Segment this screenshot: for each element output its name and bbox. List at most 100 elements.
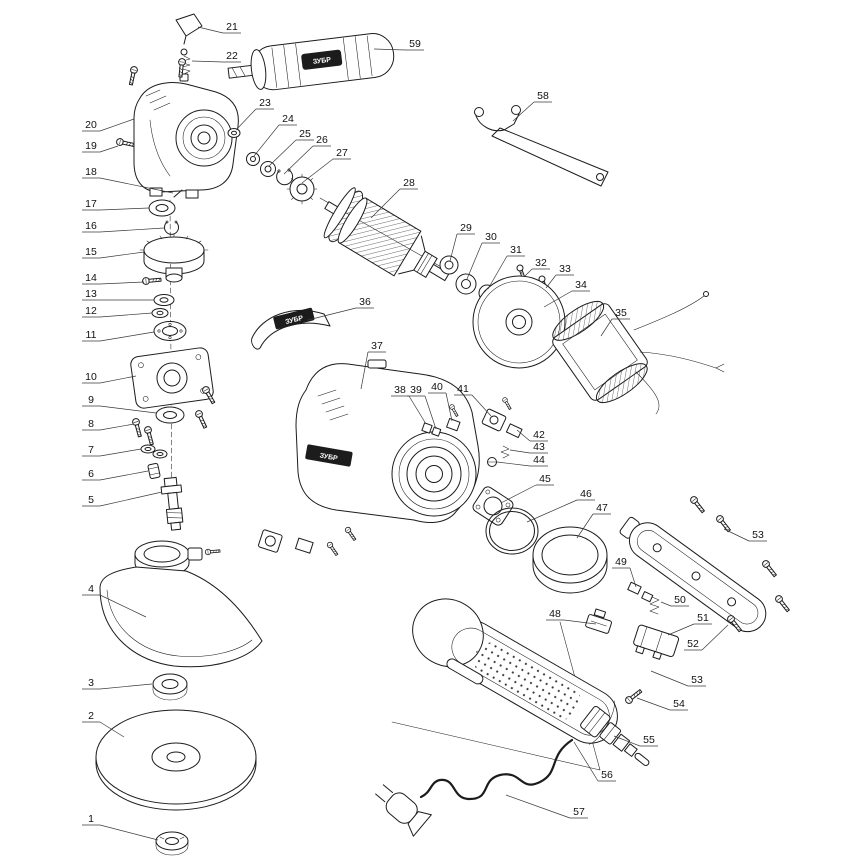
stator-lead-wires (633, 291, 725, 415)
callout-label-37: 37 (371, 340, 383, 352)
part-circlip-16 (164, 220, 179, 235)
callout-label-1: 1 (88, 813, 94, 825)
callout-label-58: 58 (537, 90, 549, 102)
part-slider-48 (585, 608, 612, 634)
callout-43: 43 (509, 441, 548, 454)
part-side-handle: ЗУБР (227, 33, 395, 91)
callout-label-40: 40 (431, 381, 443, 393)
screw-53b (714, 513, 733, 534)
part-spring-43 (500, 445, 510, 459)
callout-label-47: 47 (596, 502, 608, 514)
part-washer-23 (227, 128, 241, 138)
callout-30: 30 (466, 231, 500, 280)
callout-label-5: 5 (88, 494, 94, 506)
part-spindle-5 (160, 476, 184, 531)
callout-label-46: 46 (580, 488, 592, 500)
callout-54: 54 (636, 697, 688, 711)
callout-label-20: 20 (85, 119, 97, 131)
callout-37: 37 (360, 340, 386, 390)
part-bearing-30 (455, 273, 477, 295)
callout-45: 45 (500, 473, 554, 504)
callout-59: 59 (373, 38, 424, 51)
callout-48: 48 (546, 608, 597, 625)
callout-21: 21 (197, 21, 241, 34)
callout-31: 31 (487, 244, 525, 290)
callout-label-29: 29 (460, 222, 472, 234)
callout-3: 3 (82, 677, 153, 690)
brand-label-handle: ЗУБР (312, 57, 331, 66)
part-rear-handle (412, 598, 618, 745)
callout-label-53: 53 (691, 674, 703, 686)
callout-label-34: 34 (575, 279, 587, 291)
callout-label-17: 17 (85, 198, 97, 210)
part-brush-cap (258, 529, 283, 553)
callout-4: 4 (82, 583, 147, 618)
callout-label-52: 52 (687, 638, 699, 650)
part-bearing-29 (439, 255, 459, 275)
part-gear-housing (115, 57, 239, 199)
callout-56: 56 (573, 741, 616, 782)
callout-28: 28 (370, 177, 418, 219)
callout-label-4: 4 (88, 583, 94, 595)
callout-53: 53 (650, 670, 706, 687)
callout-39: 39 (407, 384, 437, 430)
callout-label-16: 16 (85, 220, 97, 232)
callout-label-48: 48 (549, 608, 561, 620)
part-switch-51 (633, 624, 680, 660)
callout-label-33: 33 (559, 263, 571, 275)
callout-6: 6 (82, 468, 149, 481)
callout-label-38: 38 (394, 384, 406, 396)
callout-15: 15 (82, 246, 145, 259)
callout-49: 49 (612, 556, 637, 588)
callout-40: 40 (428, 381, 453, 422)
callout-9: 9 (82, 394, 157, 414)
part-clamp-ring (532, 526, 608, 594)
pin-18 (173, 189, 183, 198)
callout-label-36: 36 (359, 296, 371, 308)
callout-label-11: 11 (86, 329, 97, 341)
part-wheel-guard (99, 540, 263, 668)
part-spacer-12 (151, 308, 169, 318)
callout-36: 36 (307, 296, 374, 321)
part-power-cord (375, 738, 574, 837)
part-brush-42 (505, 423, 523, 438)
callout-46: 46 (526, 488, 595, 523)
callout-label-26: 26 (316, 134, 328, 146)
callout-label-49: 49 (615, 556, 627, 568)
callout-52: 52 (684, 624, 729, 651)
screw-54 (623, 687, 644, 706)
part-washers-7 (140, 444, 168, 459)
part-clamp-nut (155, 831, 189, 856)
callout-17: 17 (82, 198, 150, 211)
part-support-brace: ЗУБР (251, 307, 331, 350)
callout-19: 19 (82, 140, 119, 153)
callout-label-43: 43 (533, 441, 545, 453)
callout-label-50: 50 (674, 594, 686, 606)
screw-19 (115, 137, 136, 149)
callout-label-30: 30 (485, 231, 497, 243)
part-pinion-27 (286, 173, 318, 205)
callout-1: 1 (82, 813, 159, 841)
callout-42: 42 (516, 429, 548, 442)
callouts-layer: 1234567891011121314151617181920212223242… (82, 21, 767, 841)
part-fitting-38 (421, 422, 433, 434)
callout-27: 27 (301, 147, 351, 184)
callout-label-7: 7 (88, 444, 94, 456)
callout-29: 29 (449, 222, 475, 262)
callout-label-23: 23 (259, 97, 271, 109)
part-backing-pad (95, 709, 257, 811)
callout-label-42: 42 (533, 429, 545, 441)
callout-53: 53 (723, 528, 767, 542)
callout-22: 22 (191, 50, 241, 63)
callout-32: 32 (523, 257, 550, 278)
part-fitting-40 (446, 403, 461, 432)
screw-53c (760, 558, 779, 579)
screw-53d (773, 593, 792, 614)
callout-35: 35 (600, 307, 630, 337)
callout-16: 16 (82, 220, 165, 233)
callout-label-45: 45 (539, 473, 551, 485)
callout-25: 25 (268, 128, 314, 167)
parts-artwork: ЗУБР (95, 13, 792, 856)
